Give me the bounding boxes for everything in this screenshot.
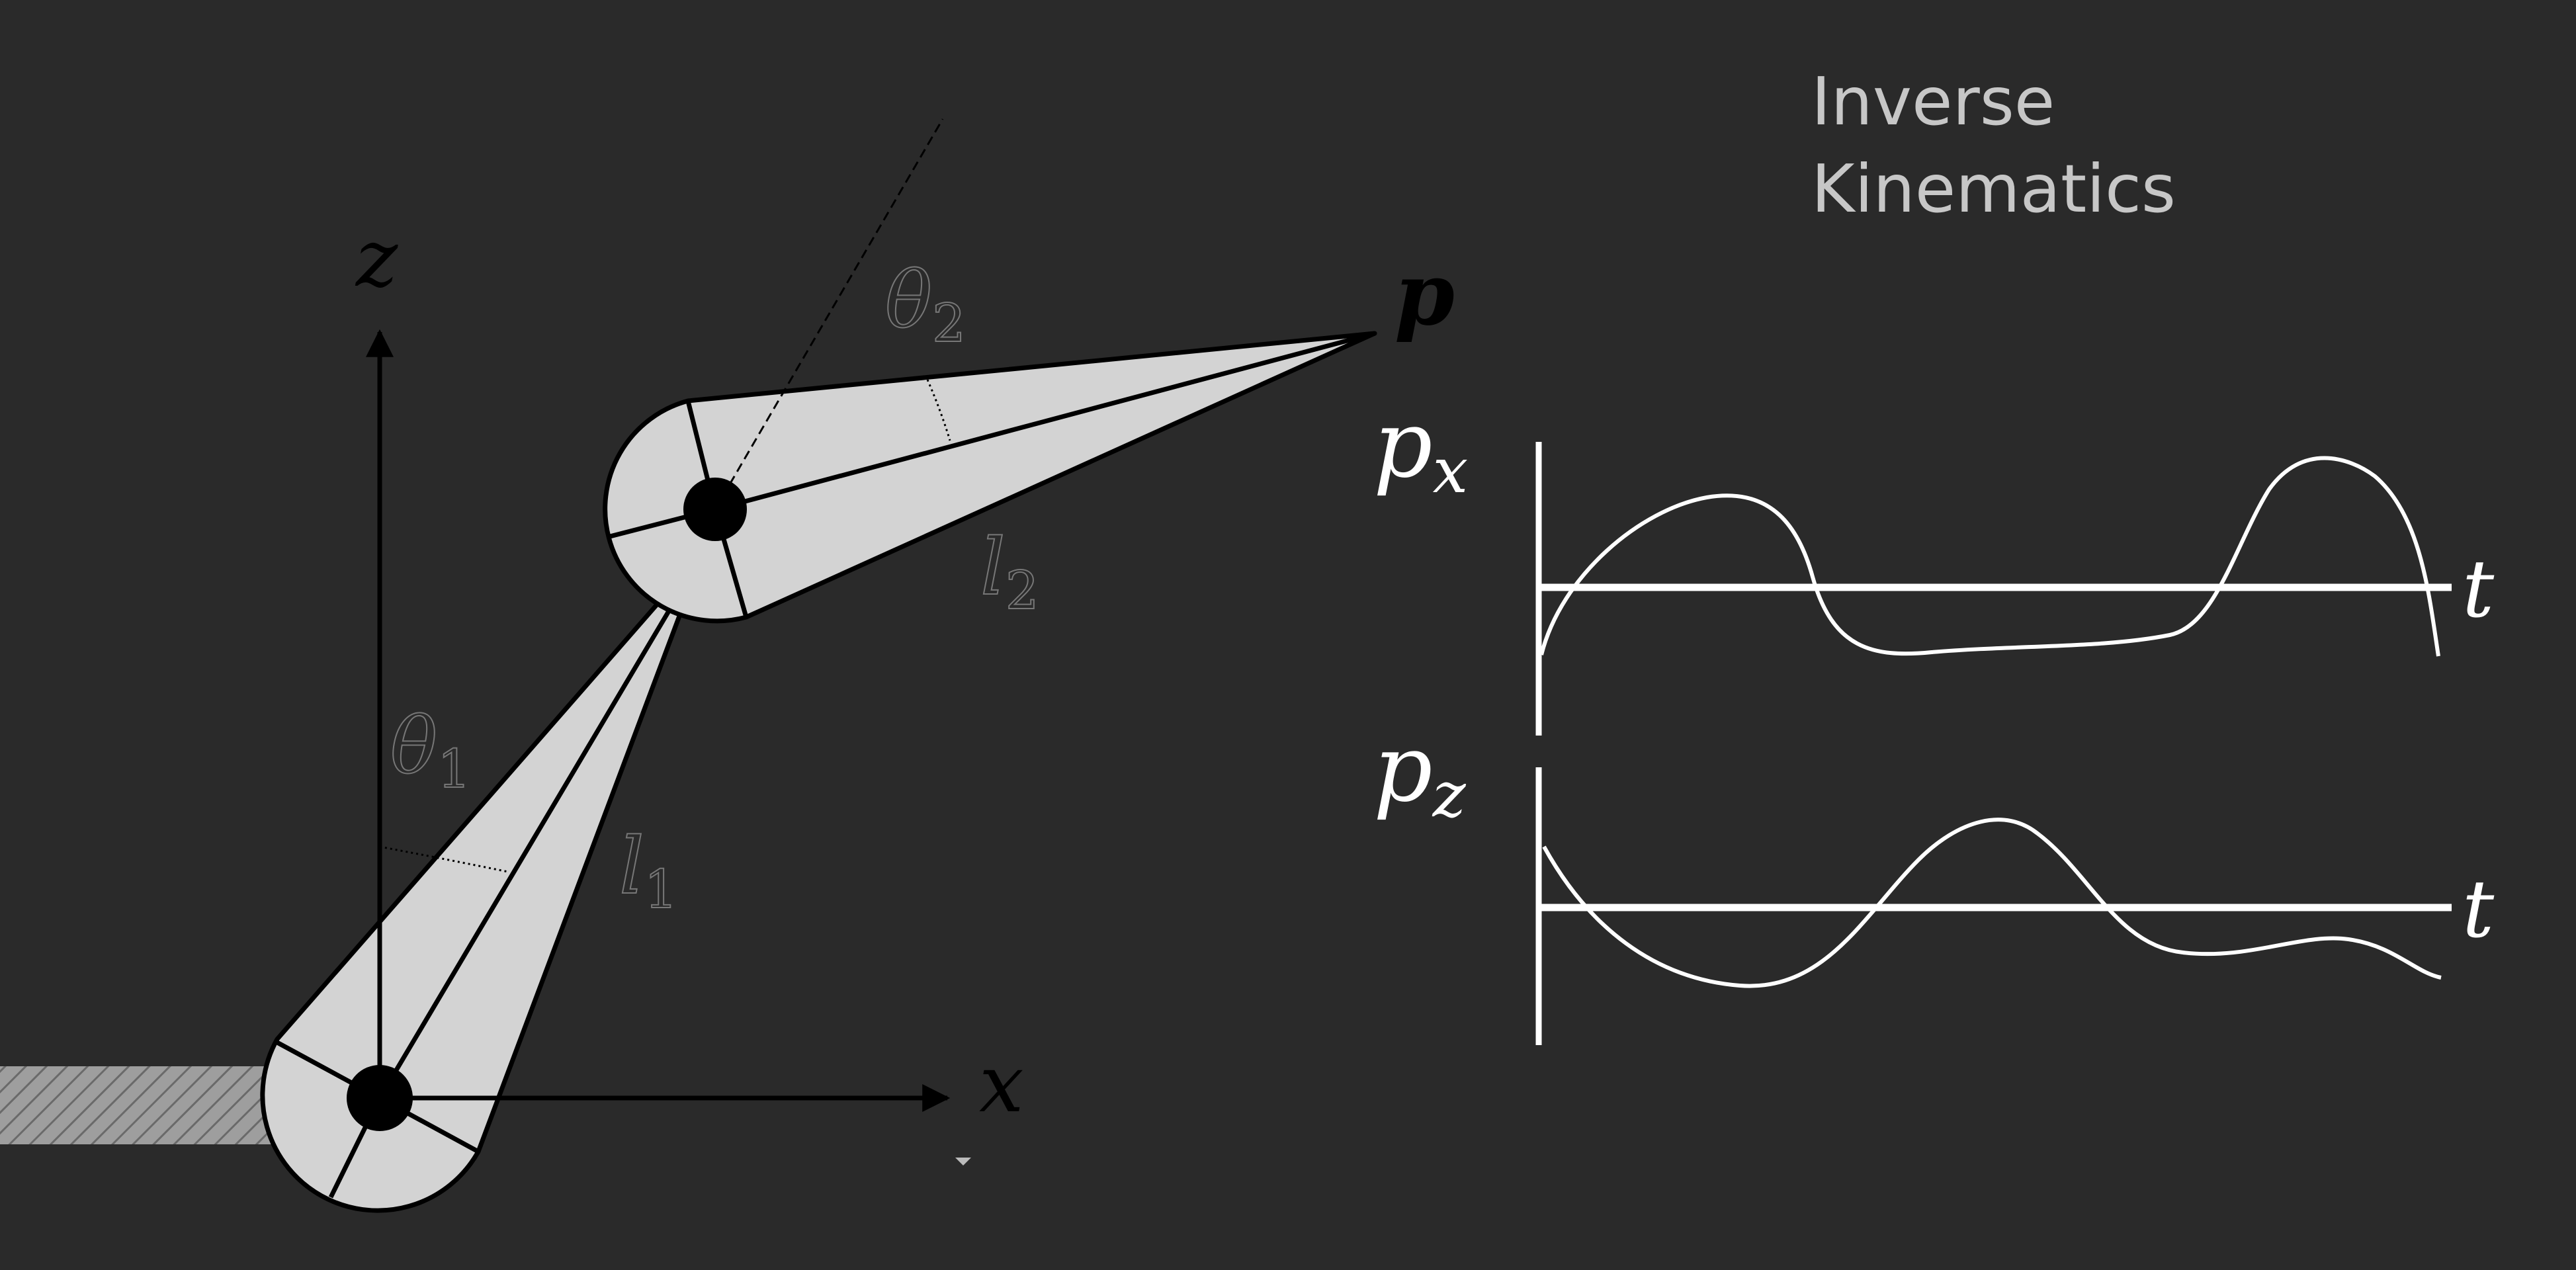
end-point-label: p bbox=[1395, 243, 1455, 345]
z-axis-label: z bbox=[355, 213, 398, 305]
slide-title: Inverse Kinematics bbox=[1811, 58, 2176, 233]
px-label: px bbox=[1373, 391, 1468, 507]
x-axis-label: x bbox=[979, 1038, 1024, 1130]
theta-1-label: θ1 bbox=[390, 700, 471, 800]
link-1-extension bbox=[714, 118, 944, 510]
robot-arm: z x p θ1 θ2 l1 l2 bbox=[0, 118, 1455, 1213]
pz-curve bbox=[1542, 818, 2442, 988]
px-t-label: t bbox=[2462, 544, 2495, 636]
theta-2-arc bbox=[926, 379, 951, 441]
theta-1-arc bbox=[379, 845, 509, 873]
link-1-centerline bbox=[377, 602, 676, 1099]
pz-plot: pz t bbox=[1373, 715, 2495, 1045]
l1-label: l1 bbox=[619, 820, 678, 920]
theta-2-label: θ2 bbox=[885, 254, 966, 354]
ground-hatch bbox=[0, 1066, 284, 1144]
pz-t-label: t bbox=[2462, 864, 2495, 956]
joint-2-pin bbox=[683, 478, 747, 541]
small-marker bbox=[955, 1158, 971, 1165]
link-2 bbox=[603, 331, 1377, 624]
px-plot: px t bbox=[1373, 391, 2495, 736]
l2-label: l2 bbox=[980, 521, 1039, 621]
pz-label: pz bbox=[1373, 715, 1467, 831]
px-curve bbox=[1539, 456, 2440, 657]
link-1 bbox=[260, 597, 685, 1213]
link-2-centerline bbox=[714, 331, 1375, 512]
title-line-2: Kinematics bbox=[1811, 150, 2176, 228]
title-line-1: Inverse bbox=[1811, 63, 2055, 140]
